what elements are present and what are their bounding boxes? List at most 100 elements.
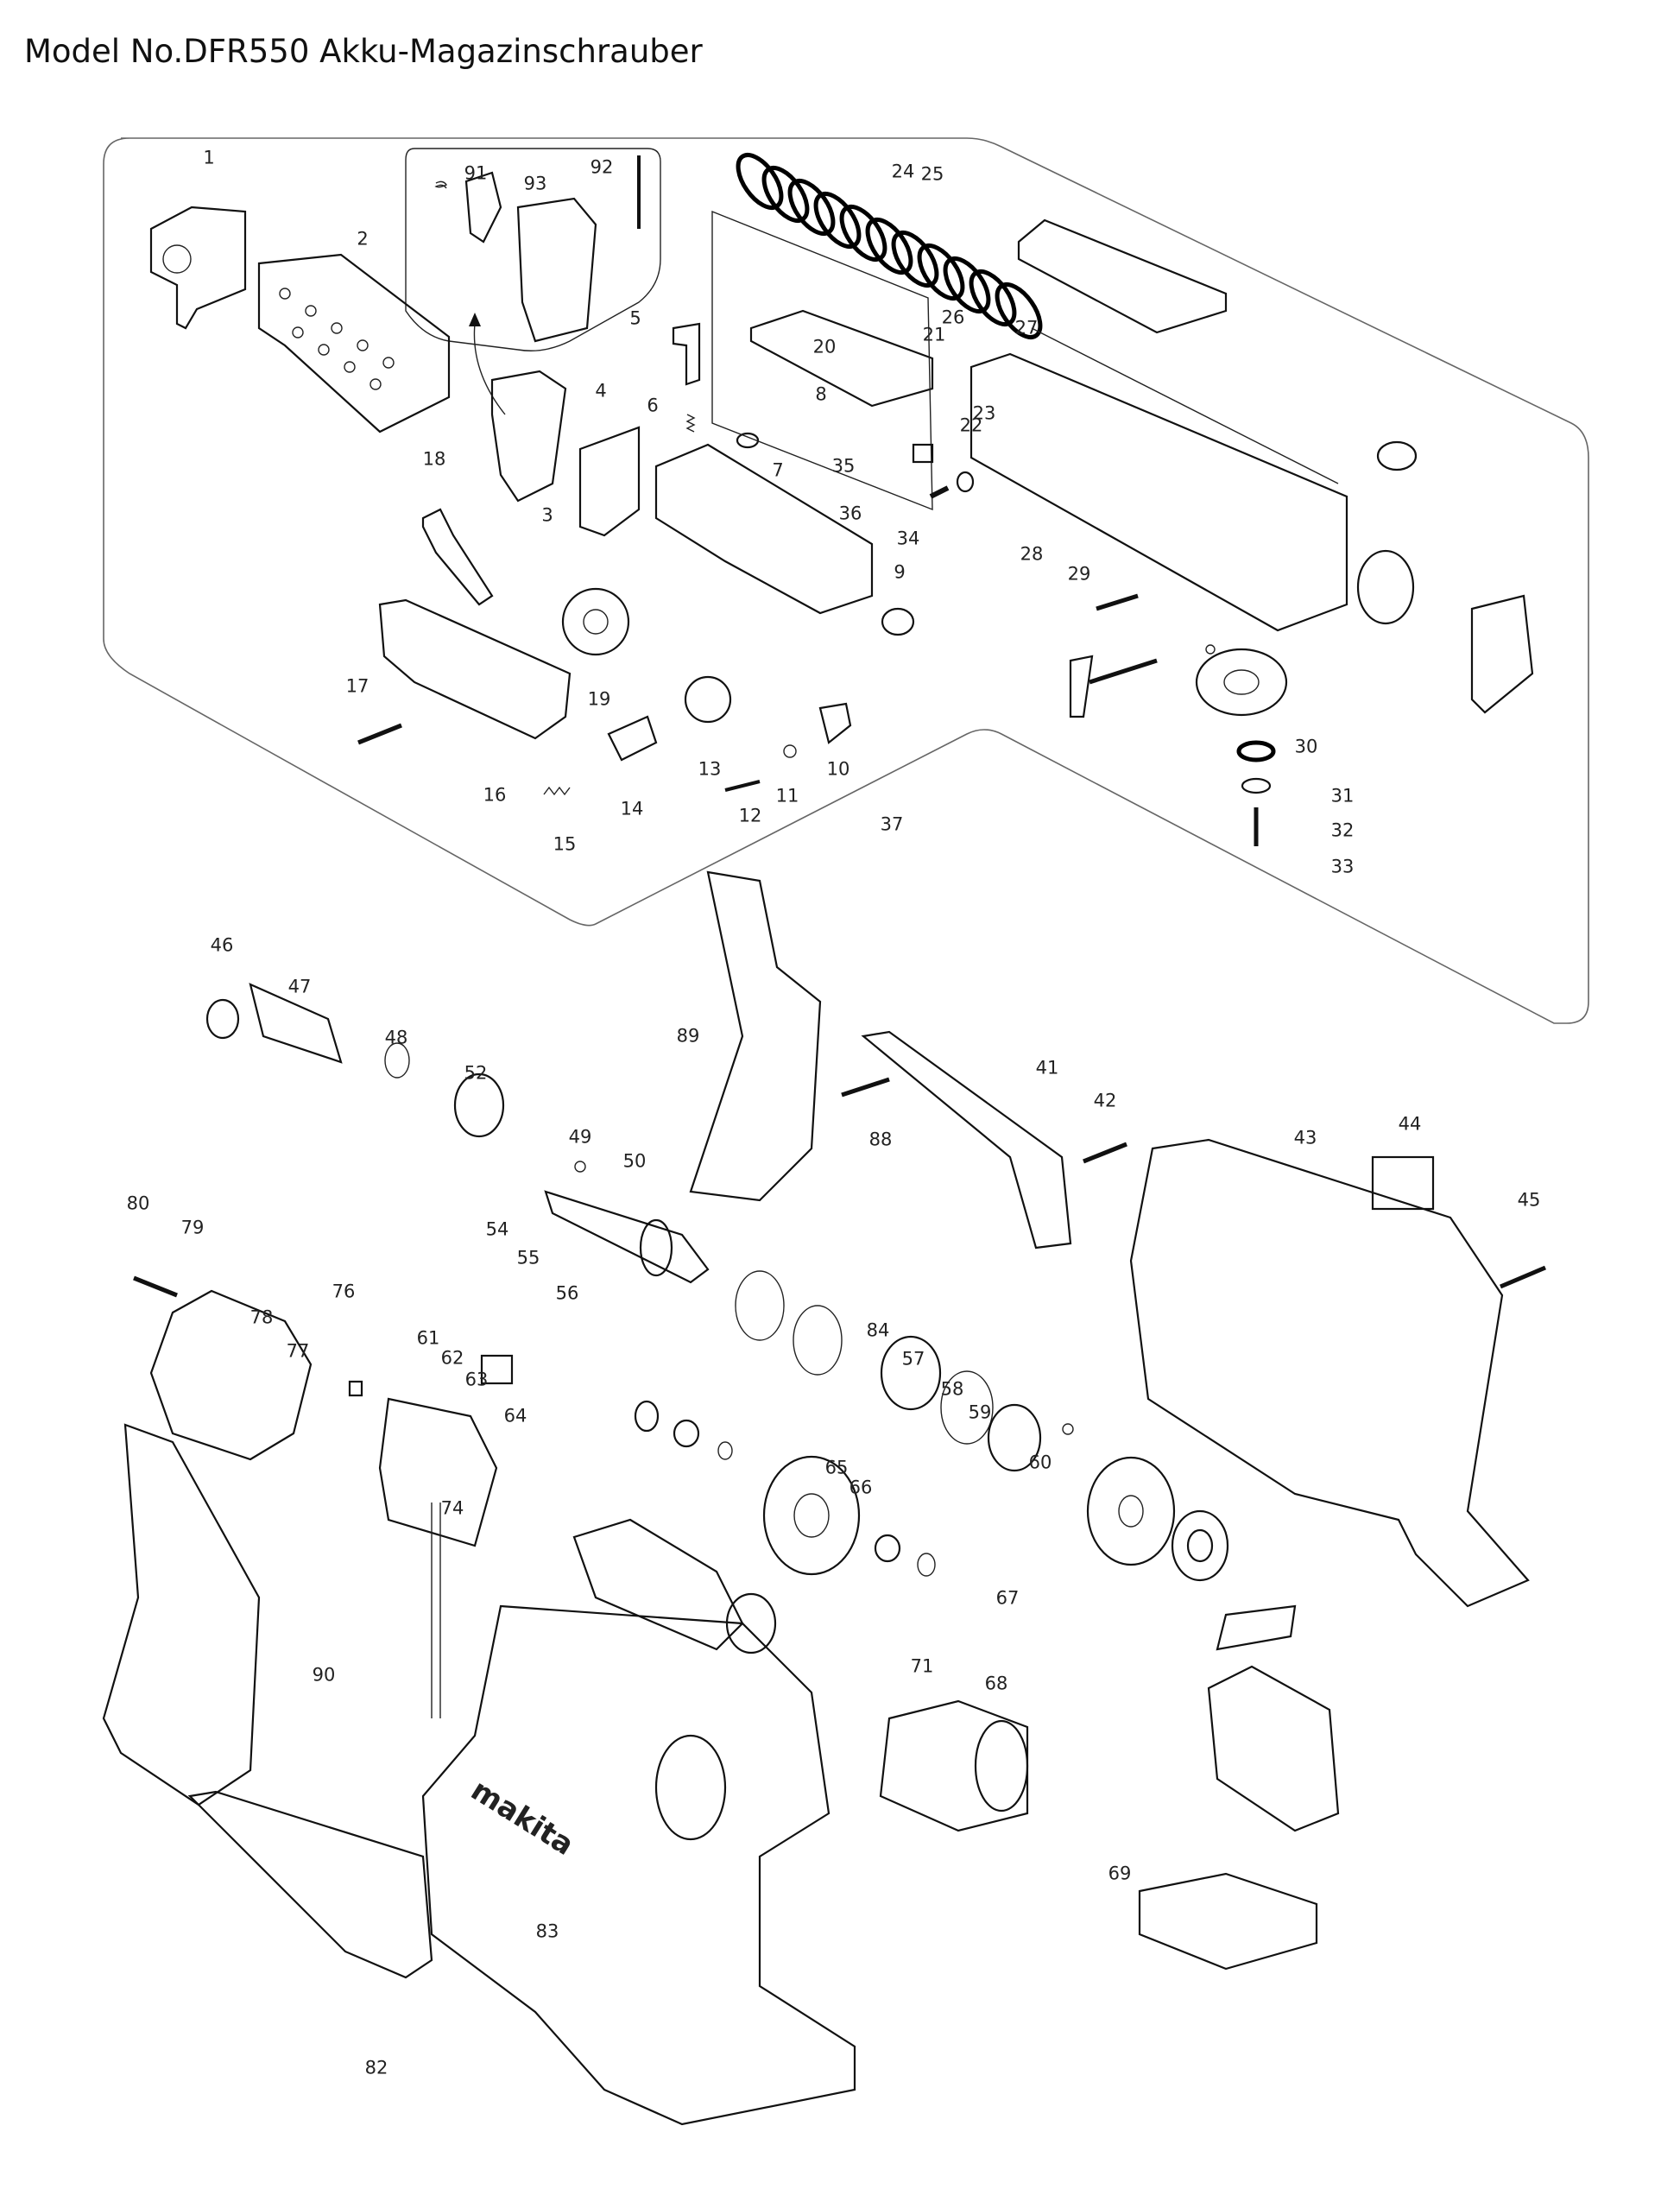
- part-label-7: 7: [772, 459, 784, 481]
- part-label-91: 91: [464, 162, 488, 184]
- part-46-ring: [205, 998, 240, 1040]
- part-label-89: 89: [676, 1025, 700, 1047]
- part-label-37: 37: [880, 813, 904, 835]
- part-91-spring: [434, 180, 448, 189]
- part-label-45: 45: [1517, 1189, 1541, 1211]
- part-label-88: 88: [868, 1129, 893, 1150]
- part-32-washer: [1241, 777, 1272, 794]
- part-label-47: 47: [287, 976, 312, 997]
- part-43-housing-set: [1129, 1138, 1530, 1608]
- part-label-3: 3: [541, 504, 553, 526]
- magazine-assembly-frame: [103, 137, 1589, 1024]
- part-label-78: 78: [249, 1306, 274, 1328]
- part-label-27: 27: [1014, 317, 1039, 338]
- part-30-dial: [1195, 648, 1288, 717]
- part-label-61: 61: [416, 1327, 440, 1349]
- part-label-23: 23: [972, 402, 996, 424]
- part-label-90: 90: [312, 1664, 336, 1686]
- part-71-yoke: [879, 1699, 1029, 1832]
- part-label-33: 33: [1330, 856, 1355, 877]
- part-label-58: 58: [940, 1378, 964, 1400]
- part-14-shaft: [607, 715, 658, 762]
- part-44-label: [1371, 1155, 1435, 1211]
- part-69-terminal: [1138, 1872, 1318, 1971]
- part-82-hook: [187, 1790, 433, 1979]
- part-label-44: 44: [1398, 1113, 1422, 1135]
- part-label-15: 15: [553, 833, 577, 855]
- part-31-o-ring: [1236, 740, 1276, 762]
- part-label-8: 8: [815, 383, 827, 405]
- part-label-60: 60: [1028, 1452, 1052, 1473]
- part-label-67: 67: [995, 1587, 1020, 1609]
- part-28-cap: [1356, 549, 1415, 625]
- part-15-spring: [543, 786, 571, 796]
- part-label-17: 17: [345, 675, 369, 697]
- part-label-36: 36: [838, 503, 862, 524]
- part-74-rotor: [572, 1518, 744, 1651]
- part-93-holder: [516, 197, 597, 343]
- part-65-bushing: [874, 1534, 901, 1563]
- part-1-bracket: [149, 206, 247, 330]
- part-52-bearing: [453, 1072, 505, 1138]
- part-13-sprocket: [684, 675, 732, 724]
- part-26-frame: [969, 352, 1348, 632]
- part-label-49: 49: [568, 1126, 592, 1148]
- part-79-motor-housing: [149, 1289, 313, 1461]
- part-63-washer: [717, 1441, 733, 1460]
- part-2-holes: [279, 288, 395, 390]
- part-label-93: 93: [523, 173, 547, 194]
- part-59-gear: [1086, 1456, 1176, 1566]
- part-25-cover: [1017, 218, 1228, 334]
- part-label-64: 64: [503, 1405, 527, 1427]
- part-label-63: 63: [464, 1369, 489, 1390]
- part-label-71: 71: [910, 1655, 934, 1677]
- part-5-lever: [672, 322, 701, 386]
- part-label-16: 16: [483, 784, 507, 806]
- part-label-30: 30: [1294, 736, 1318, 757]
- part-label-2: 2: [357, 228, 369, 250]
- part-47-sleeve: [249, 983, 343, 1064]
- part-58-ball: [1062, 1423, 1074, 1435]
- part-label-79: 79: [180, 1217, 205, 1238]
- part-label-41: 41: [1035, 1057, 1059, 1079]
- part-label-12: 12: [738, 805, 762, 826]
- part-label-26: 26: [941, 307, 965, 328]
- part-55-ring: [793, 1305, 843, 1376]
- part-label-83: 83: [535, 1920, 559, 1942]
- part-label-32: 32: [1330, 819, 1355, 841]
- part-label-10: 10: [826, 758, 850, 780]
- part-34-ball: [1205, 644, 1216, 655]
- arrow-head-icon: [469, 313, 481, 326]
- part-49-ball: [574, 1161, 586, 1173]
- part-83-housing: [421, 1604, 856, 2126]
- inset-arrow: [473, 323, 506, 415]
- part-29-clamp: [1470, 594, 1534, 714]
- part-label-56: 56: [555, 1282, 579, 1304]
- part-36-thumb-screw: [1069, 655, 1094, 718]
- part-label-25: 25: [920, 163, 944, 185]
- part-label-22: 22: [959, 414, 983, 436]
- part-label-55: 55: [516, 1247, 540, 1268]
- part-label-48: 48: [384, 1027, 408, 1048]
- part-label-18: 18: [422, 448, 446, 470]
- part-64-gear: [762, 1455, 861, 1576]
- part-label-29: 29: [1067, 563, 1091, 585]
- part-8-housing: [654, 443, 874, 615]
- part-label-34: 34: [896, 528, 920, 549]
- part-35-screw: [1096, 593, 1139, 611]
- part-label-11: 11: [775, 785, 799, 807]
- part-89-grip: [689, 870, 822, 1202]
- part-3-holder: [490, 370, 567, 503]
- part-48-o-ring: [384, 1042, 410, 1079]
- sub-assembly-frame: [711, 210, 933, 511]
- part-68-switch: [1207, 1665, 1340, 1832]
- part-17-screw: [357, 723, 402, 745]
- part-label-69: 69: [1108, 1863, 1132, 1884]
- part-57-bearing: [987, 1403, 1042, 1472]
- part-10-stopper: [818, 702, 852, 744]
- part-label-66: 66: [849, 1477, 873, 1498]
- part-label-74: 74: [440, 1497, 464, 1519]
- part-78-sleeve: [348, 1380, 363, 1397]
- part-22-screw: [929, 485, 950, 499]
